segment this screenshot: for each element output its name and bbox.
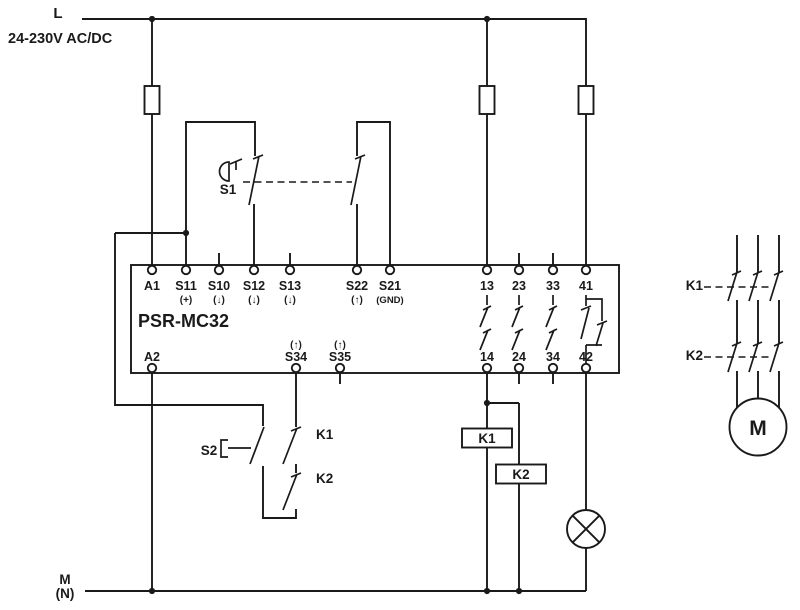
feedback-contact-41-42: [580, 295, 608, 364]
estop-contact-2: [350, 154, 366, 206]
unused-terminal-stubs: [218, 253, 554, 384]
top-terminal-labels: A1 S11 S10 S12 S13 S22 S21 13 23 33 41 (…: [144, 279, 593, 306]
coil-k1-label: K1: [478, 431, 496, 446]
aux-contact-k2-label: K2: [316, 471, 333, 486]
terminal-S10-label: S10: [208, 279, 230, 293]
reset-button-label: S2: [201, 443, 218, 458]
terminal-S13-label: S13: [279, 279, 301, 293]
wire-reset-feed: [114, 232, 264, 426]
k2-aux-contact: [282, 472, 302, 511]
contactor-k1-contacts: [704, 270, 784, 302]
neutral-sub-label: (N): [56, 586, 75, 601]
terminal-circles: [146, 264, 592, 374]
contactor-coil-k2: K2: [495, 463, 547, 485]
reset-button-switch: [220, 426, 265, 465]
emergency-stop-label: S1: [220, 182, 237, 197]
wire-estop-loop-2: [356, 121, 391, 266]
fuse-middle: [478, 85, 496, 115]
supply-wires: [82, 18, 587, 592]
terminal-S11-sub: (+): [180, 295, 193, 306]
terminal-A1-label: A1: [144, 279, 160, 293]
terminal-S34-sup: (↑): [290, 340, 302, 351]
k1-aux-contact: [282, 426, 302, 465]
terminal-34-label: 34: [546, 350, 560, 364]
terminal-S22-label: S22: [346, 279, 368, 293]
terminal-S13-sub: (↓): [284, 295, 296, 306]
terminal-S34-label: S34: [285, 350, 307, 364]
motor-branch: M: [704, 235, 788, 457]
terminal-42-label: 42: [579, 350, 593, 364]
output-contact-13-14: [479, 295, 492, 351]
terminal-S11-label: S11: [175, 279, 197, 293]
terminal-14-label: 14: [480, 350, 494, 364]
terminal-S22-sub: (↑): [351, 295, 363, 306]
terminal-13-label: 13: [480, 279, 494, 293]
terminal-S21-label: S21: [379, 279, 401, 293]
pushbutton-actuator-icon: [220, 439, 251, 458]
indicator-lamp-icon: [566, 509, 606, 549]
relay-module-box: [130, 264, 620, 374]
junction-dots: [148, 15, 523, 595]
contactor-coil-k1: K1: [461, 427, 513, 449]
terminal-24-label: 24: [512, 350, 526, 364]
module-model-label: PSR-MC32: [138, 311, 229, 331]
terminal-A2-label: A2: [144, 350, 160, 364]
reset-contact-blade: [249, 426, 265, 465]
estop-mushroom-icon: [218, 158, 243, 182]
terminal-S35-label: S35: [329, 350, 351, 364]
fuse-left: [143, 85, 161, 115]
motor-label: M: [749, 417, 767, 440]
motor-icon: M: [728, 397, 788, 457]
wire-reset-branch: [262, 466, 297, 519]
voltage-rating-label: 24-230V AC/DC: [8, 31, 113, 47]
contactor-k1-label: K1: [686, 278, 704, 293]
terminal-23-label: 23: [512, 279, 526, 293]
wire-top-rail: [82, 18, 587, 266]
bottom-terminal-labels: (↑) (↑) A2 S34 S35 14 24 34 42: [144, 340, 593, 364]
neutral-label: M: [59, 572, 70, 587]
wire-estop-loop-1: [185, 121, 256, 266]
emergency-stop-switch: [218, 154, 366, 206]
terminal-S12-sub: (↓): [248, 295, 260, 306]
contactor-k2-label: K2: [686, 348, 703, 363]
aux-contact-k1-label: K1: [316, 427, 334, 442]
terminal-33-label: 33: [546, 279, 560, 293]
fuse-right: [577, 85, 595, 115]
coil-k2-label: K2: [512, 467, 529, 482]
terminal-41-label: 41: [579, 279, 593, 293]
output-contact-33-34: [545, 295, 558, 351]
estop-contact-1: [248, 154, 264, 206]
output-contact-23-24: [511, 295, 524, 351]
phase-label: L: [53, 5, 62, 22]
terminal-S12-label: S12: [243, 279, 265, 293]
terminal-S35-sup: (↑): [334, 340, 346, 351]
terminal-S21-sub: (GND): [376, 295, 403, 306]
estop-circuit-wires: [114, 121, 391, 519]
contactor-k2-contacts: [704, 341, 784, 373]
terminal-S10-sub: (↓): [213, 295, 225, 306]
